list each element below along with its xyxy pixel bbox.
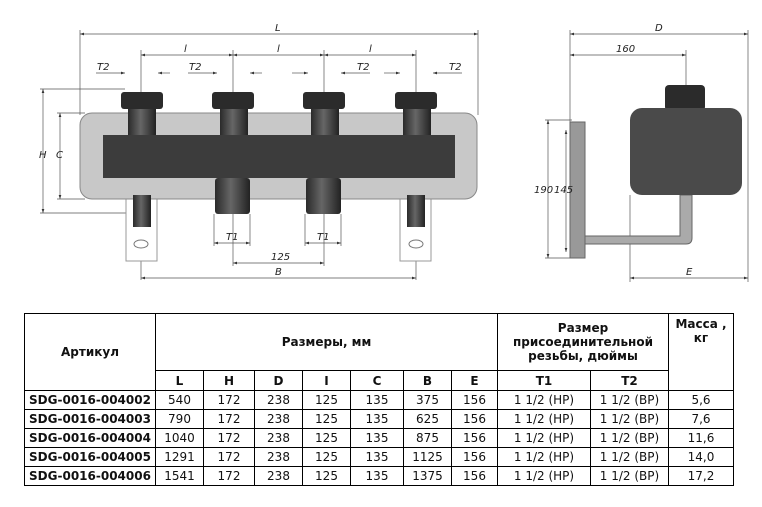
- table-cell: 156: [451, 390, 498, 410]
- table-cell: 125: [302, 409, 351, 429]
- table-cell: 238: [254, 428, 303, 448]
- article-cell: SDG-0016-004002: [24, 390, 156, 410]
- subheader-e: E: [451, 370, 498, 391]
- table-cell: 125: [302, 447, 351, 467]
- dim-T1: T1: [317, 232, 329, 243]
- table-cell: 1291: [155, 447, 204, 467]
- table-cell: 172: [203, 428, 255, 448]
- table-cell: 1 1/2 (ВР): [590, 466, 669, 486]
- subheader-t2: T2: [590, 370, 669, 391]
- dim-E: E: [686, 267, 693, 278]
- table-cell: 156: [451, 447, 498, 467]
- dim-L: L: [275, 23, 281, 34]
- dim-190: 190: [534, 185, 553, 196]
- table-cell: 1 1/2 (НР): [497, 447, 591, 467]
- table-cell: 156: [451, 466, 498, 486]
- table-cell: 1541: [155, 466, 204, 486]
- subheader-c: C: [350, 370, 404, 391]
- table-cell: 135: [350, 466, 404, 486]
- table-cell: 1 1/2 (НР): [497, 466, 591, 486]
- table-cell: 1 1/2 (НР): [497, 409, 591, 429]
- table-cell: 1 1/2 (ВР): [590, 447, 669, 467]
- dim-l: l: [184, 44, 187, 55]
- dim-H: H: [39, 150, 47, 161]
- article-cell: SDG-0016-004005: [24, 447, 156, 467]
- specs-table: Артикул Размеры, мм Размер присоединител…: [24, 313, 734, 486]
- table-cell: 790: [155, 409, 204, 429]
- dim-l: l: [277, 44, 280, 55]
- table-cell: 135: [350, 447, 404, 467]
- article-cell: SDG-0016-004003: [24, 409, 156, 429]
- table-cell: 540: [155, 390, 204, 410]
- table-cell: 875: [403, 428, 452, 448]
- dim-C: C: [56, 150, 63, 161]
- table-cell: 172: [203, 447, 255, 467]
- table-cell: 156: [451, 409, 498, 429]
- subheader-l: L: [155, 370, 204, 391]
- table-cell: 375: [403, 390, 452, 410]
- table-cell: 156: [451, 428, 498, 448]
- subheader-d: D: [254, 370, 303, 391]
- table-cell: 135: [350, 428, 404, 448]
- dim-160: 160: [616, 44, 635, 55]
- dimension-labels: L l l l T2 T2 T2 T2 H C T1 T1 125 B D 16…: [39, 23, 693, 278]
- table-cell: 625: [403, 409, 452, 429]
- manifold-side-view: [569, 85, 742, 259]
- subheader-b: B: [403, 370, 452, 391]
- header-article: Артикул: [24, 313, 156, 391]
- table-cell: 1 1/2 (ВР): [590, 409, 669, 429]
- table-cell: 1 1/2 (НР): [497, 390, 591, 410]
- dim-T2: T2: [449, 62, 461, 73]
- table-cell: 238: [254, 390, 303, 410]
- technical-drawing: L l l l T2 T2 T2 T2 H C T1 T1 125 B D 16…: [39, 23, 749, 282]
- table-cell: 1 1/2 (ВР): [590, 428, 669, 448]
- table-cell: 7,6: [668, 409, 734, 429]
- table-cell: 238: [254, 447, 303, 467]
- dimension-lines: [40, 30, 749, 282]
- dim-D: D: [655, 23, 663, 34]
- header-mass: Масса , кг: [668, 313, 734, 391]
- header-dimensions: Размеры, мм: [155, 313, 498, 371]
- table-cell: 238: [254, 466, 303, 486]
- dim-T2: T2: [189, 62, 201, 73]
- subheader-i: I: [302, 370, 351, 391]
- table-cell: 172: [203, 466, 255, 486]
- table-cell: 135: [350, 409, 404, 429]
- dim-145: 145: [554, 185, 573, 196]
- dim-T1: T1: [226, 232, 238, 243]
- table-cell: 1 1/2 (ВР): [590, 390, 669, 410]
- subheader-t1: T1: [497, 370, 591, 391]
- dim-l: l: [369, 44, 372, 55]
- table-cell: 238: [254, 409, 303, 429]
- dim-T2: T2: [357, 62, 369, 73]
- table-cell: 125: [302, 390, 351, 410]
- table-cell: 11,6: [668, 428, 734, 448]
- dim-B: B: [275, 267, 282, 278]
- table-cell: 172: [203, 390, 255, 410]
- article-cell: SDG-0016-004006: [24, 466, 156, 486]
- table-cell: 1125: [403, 447, 452, 467]
- dim-125: 125: [271, 252, 290, 263]
- table-cell: 1040: [155, 428, 204, 448]
- table-cell: 135: [350, 390, 404, 410]
- table-cell: 14,0: [668, 447, 734, 467]
- article-cell: SDG-0016-004004: [24, 428, 156, 448]
- table-cell: 5,6: [668, 390, 734, 410]
- manifold-front-view: [79, 92, 478, 262]
- table-cell: 1375: [403, 466, 452, 486]
- subheader-h: H: [203, 370, 255, 391]
- table-cell: 17,2: [668, 466, 734, 486]
- header-thread: Размер присоединительной резьбы, дюймы: [497, 313, 669, 371]
- table-cell: 125: [302, 466, 351, 486]
- table-cell: 125: [302, 428, 351, 448]
- dim-T2: T2: [97, 62, 109, 73]
- table-cell: 172: [203, 409, 255, 429]
- table-cell: 1 1/2 (НР): [497, 428, 591, 448]
